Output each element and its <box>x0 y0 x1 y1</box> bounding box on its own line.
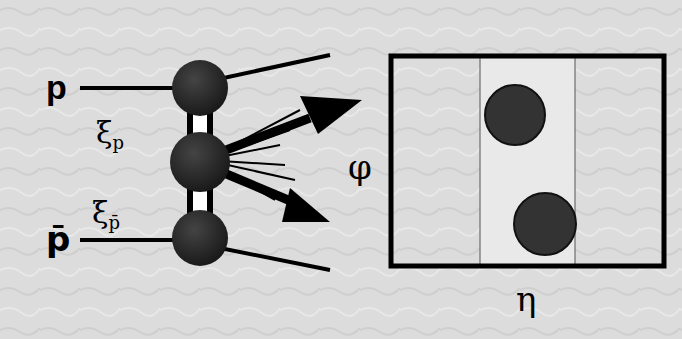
jet-arrow <box>282 188 330 222</box>
jet-blob <box>514 193 576 255</box>
momentum-fraction: ξp <box>96 118 124 152</box>
vertex-blob <box>170 132 230 192</box>
momentum-fraction: ξp̄ <box>92 198 120 232</box>
jet-blob <box>485 85 545 145</box>
eta-phi-frame <box>391 56 664 266</box>
particle-label: p <box>46 70 67 104</box>
particle-label: p̄ <box>46 222 70 256</box>
vertex-blob <box>172 210 228 266</box>
axis-label: φ <box>348 150 372 184</box>
jet-arrow <box>300 96 362 134</box>
rapidity-band <box>480 56 575 266</box>
vertex-blob <box>172 60 228 116</box>
axis-label: η <box>516 282 536 316</box>
